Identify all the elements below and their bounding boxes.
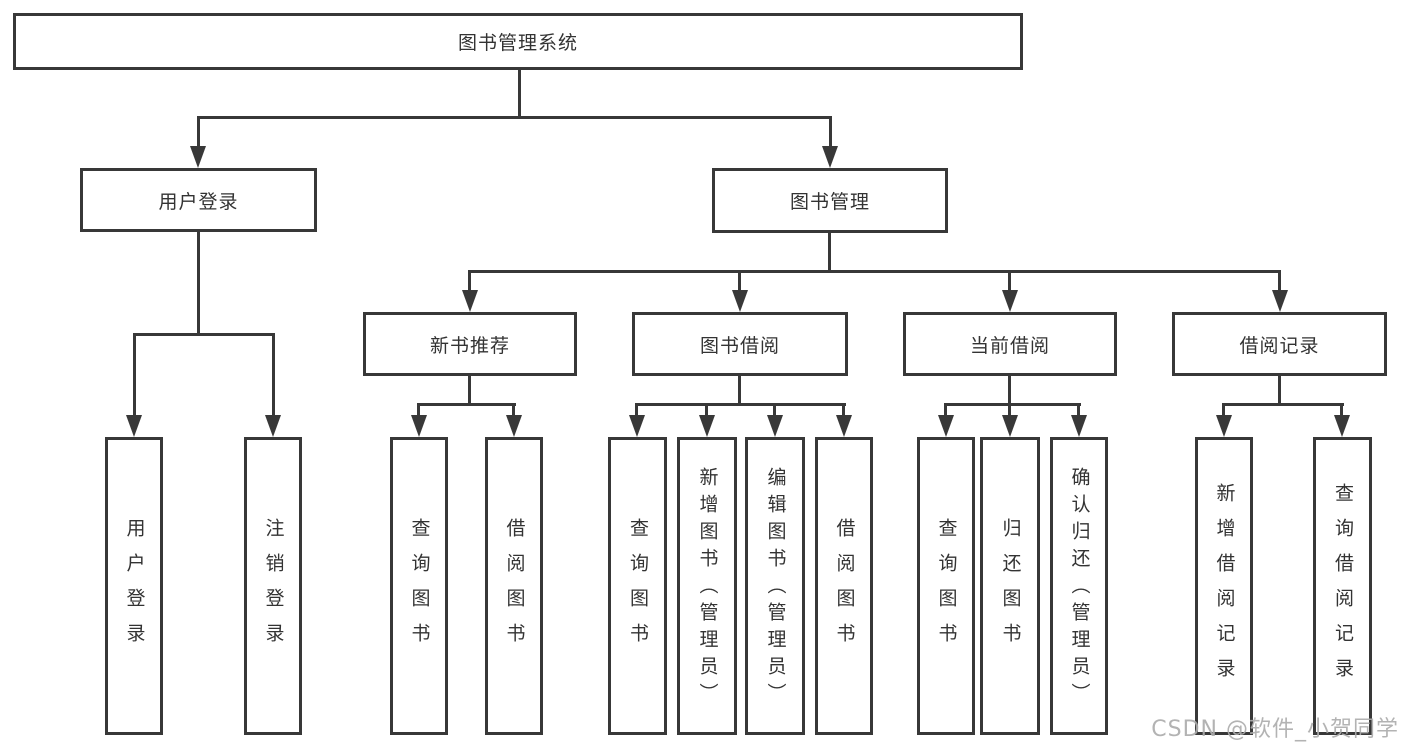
edge-newbook-stem — [468, 376, 471, 406]
leaf-borrow-books-2: 借阅图书 — [815, 437, 873, 735]
edge-current-split — [944, 403, 1081, 406]
edge-bookmgmt-split — [468, 270, 1281, 273]
arrow-down-icon — [836, 415, 852, 437]
arrow-down-icon — [1071, 415, 1087, 437]
leaf-query-books-3: 查询图书 — [917, 437, 975, 735]
leaf-add-book-admin: 新增图书（管理员） — [677, 437, 737, 735]
arrow-down-icon — [126, 415, 142, 437]
leaf-query-borrow-record: 查询借阅记录 — [1313, 437, 1372, 735]
leaf-query-books-2: 查询图书 — [608, 437, 667, 735]
arrow-down-icon — [629, 415, 645, 437]
node-library-system: 图书管理系统 — [13, 13, 1023, 70]
arrow-down-icon — [822, 146, 838, 168]
node-book-management: 图书管理 — [712, 168, 948, 233]
edge-root-drop-left — [197, 116, 200, 148]
edge-borrow-stem — [738, 376, 741, 406]
leaf-borrow-books-1: 借阅图书 — [485, 437, 543, 735]
edge-bookmgmt-drop1 — [468, 270, 471, 292]
edge-borrow-drop1 — [635, 403, 638, 417]
arrow-down-icon — [767, 415, 783, 437]
edge-records-drop2 — [1340, 403, 1343, 417]
node-borrowing-records: 借阅记录 — [1172, 312, 1387, 376]
edge-current-drop2 — [1008, 403, 1011, 417]
edge-bookmgmt-stem — [828, 233, 831, 273]
edge-borrow-drop4 — [842, 403, 845, 417]
edge-userlogin-drop2 — [272, 333, 275, 417]
arrow-down-icon — [1272, 290, 1288, 312]
arrow-down-icon — [699, 415, 715, 437]
edge-records-drop1 — [1222, 403, 1225, 417]
arrow-down-icon — [506, 415, 522, 437]
edge-bookmgmt-drop2 — [738, 270, 741, 292]
node-user-login: 用户登录 — [80, 168, 317, 232]
arrow-down-icon — [938, 415, 954, 437]
leaf-add-borrow-record: 新增借阅记录 — [1195, 437, 1253, 735]
arrow-down-icon — [1002, 290, 1018, 312]
edge-userlogin-stem — [197, 232, 200, 335]
leaf-confirm-return-admin: 确认归还（管理员） — [1050, 437, 1108, 735]
edge-current-stem — [1008, 376, 1011, 406]
edge-bookmgmt-drop3 — [1008, 270, 1011, 292]
edge-current-drop1 — [944, 403, 947, 417]
edge-records-split — [1222, 403, 1344, 406]
edge-bookmgmt-drop4 — [1278, 270, 1281, 292]
edge-newbook-drop1 — [417, 403, 420, 417]
arrow-down-icon — [411, 415, 427, 437]
edge-root-split — [197, 116, 832, 119]
arrow-down-icon — [1216, 415, 1232, 437]
node-current-borrowing: 当前借阅 — [903, 312, 1117, 376]
leaf-edit-book-admin: 编辑图书（管理员） — [745, 437, 805, 735]
edge-records-stem — [1278, 376, 1281, 406]
node-book-borrowing: 图书借阅 — [632, 312, 848, 376]
edge-userlogin-split — [133, 333, 275, 336]
edge-newbook-split — [417, 403, 516, 406]
arrow-down-icon — [732, 290, 748, 312]
node-new-book-recommend: 新书推荐 — [363, 312, 577, 376]
edge-borrow-drop2 — [705, 403, 708, 417]
arrow-down-icon — [265, 415, 281, 437]
arrow-down-icon — [462, 290, 478, 312]
leaf-return-book: 归还图书 — [980, 437, 1040, 735]
edge-borrow-drop3 — [773, 403, 776, 417]
edge-root-drop-right — [829, 116, 832, 148]
edge-borrow-split — [635, 403, 846, 406]
csdn-watermark: CSDN @软件_小贺同学 — [1151, 717, 1399, 742]
arrow-down-icon — [190, 146, 206, 168]
edge-current-drop3 — [1077, 403, 1080, 417]
leaf-logout: 注销登录 — [244, 437, 302, 735]
edge-root-stem — [518, 70, 521, 118]
arrow-down-icon — [1002, 415, 1018, 437]
leaf-user-login: 用户登录 — [105, 437, 163, 735]
arrow-down-icon — [1334, 415, 1350, 437]
edge-userlogin-drop1 — [133, 333, 136, 417]
leaf-query-books-1: 查询图书 — [390, 437, 448, 735]
edge-newbook-drop2 — [512, 403, 515, 417]
